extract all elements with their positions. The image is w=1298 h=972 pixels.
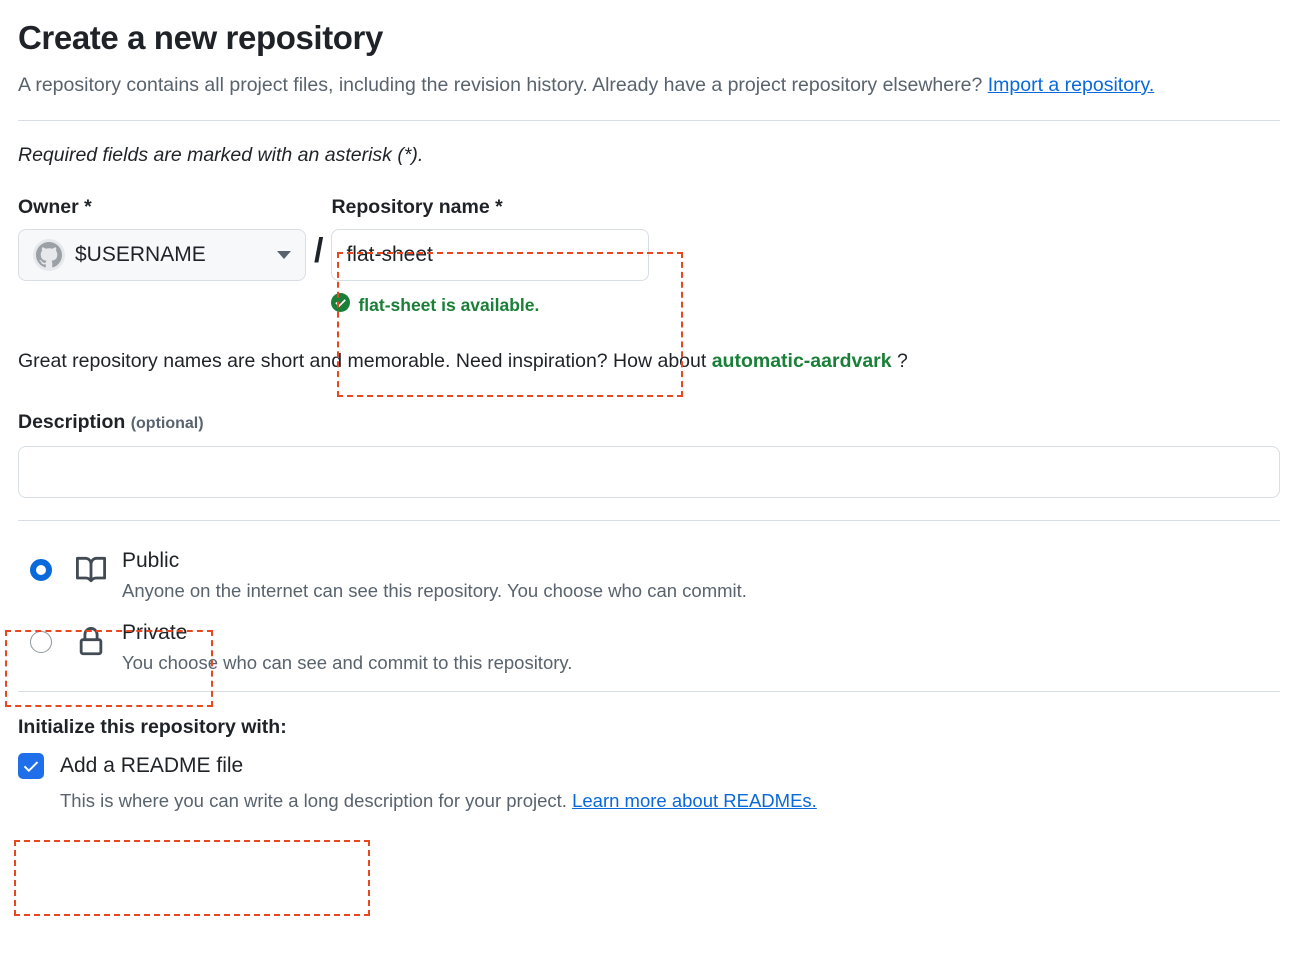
divider-above-initialize: [18, 691, 1280, 692]
visibility-public-description: Anyone on the internet can see this repo…: [122, 577, 747, 605]
page-title: Create a new repository: [18, 18, 1280, 58]
checkbox-add-readme[interactable]: [18, 753, 44, 779]
description-optional-tag: (optional): [131, 415, 204, 432]
check-circle-icon: [331, 293, 350, 317]
description-label: Description (optional): [18, 411, 1280, 434]
visibility-option-private[interactable]: Private You choose who can see and commi…: [18, 615, 1280, 677]
repository-name-label: Repository name *: [331, 195, 651, 219]
description-input[interactable]: [18, 446, 1280, 498]
owner-select[interactable]: $USERNAME: [18, 229, 306, 281]
visibility-public-text: Public Anyone on the internet can see th…: [122, 543, 747, 605]
visibility-option-public[interactable]: Public Anyone on the internet can see th…: [18, 543, 1280, 605]
github-octocat-avatar-icon: [33, 239, 65, 271]
readme-help-sentence: This is where you can write a long descr…: [60, 790, 572, 811]
readme-help-text: This is where you can write a long descr…: [60, 787, 1280, 815]
chevron-down-icon: [277, 251, 291, 259]
visibility-private-text: Private You choose who can see and commi…: [122, 615, 572, 677]
owner-field-group: Owner * $USERNAME: [18, 195, 308, 281]
owner-name-separator: /: [314, 225, 323, 277]
inspiration-text-before: Great repository names are short and mem…: [18, 350, 712, 372]
inspiration-text-after: ?: [892, 350, 908, 372]
page-description-text: A repository contains all project files,…: [18, 74, 988, 96]
repository-name-field-group: Repository name * flat-sheet is availabl…: [331, 195, 651, 317]
owner-and-name-row: Owner * $USERNAME / Repository name *: [18, 195, 1280, 317]
visibility-options: Public Anyone on the internet can see th…: [18, 543, 1280, 677]
learn-more-readmes-link[interactable]: Learn more about READMEs.: [572, 790, 817, 811]
add-readme-row[interactable]: Add a README file: [18, 753, 1280, 779]
required-fields-note: Required fields are marked with an aster…: [18, 143, 1280, 167]
import-repository-link[interactable]: Import a repository.: [988, 74, 1155, 96]
add-readme-label: Add a README file: [60, 754, 243, 778]
owner-label: Owner *: [18, 195, 308, 219]
repository-name-input[interactable]: [331, 229, 649, 281]
initialize-section-highlight: [14, 840, 370, 916]
divider-top: [18, 120, 1280, 121]
inspiration-hint: Great repository names are short and mem…: [18, 349, 1280, 373]
radio-public[interactable]: [30, 559, 52, 581]
repository-availability-status: flat-sheet is available.: [331, 293, 651, 317]
divider-above-visibility: [18, 520, 1280, 521]
description-label-text: Description: [18, 411, 125, 433]
visibility-private-title: Private: [122, 621, 187, 644]
radio-private[interactable]: [30, 631, 52, 653]
page-description: A repository contains all project files,…: [18, 66, 1198, 104]
owner-name-value: $USERNAME: [75, 243, 267, 267]
suggested-repository-name[interactable]: automatic-aardvark: [712, 350, 892, 372]
visibility-public-title: Public: [122, 549, 179, 572]
visibility-private-description: You choose who can see and commit to thi…: [122, 649, 572, 677]
availability-message: flat-sheet is available.: [358, 295, 539, 316]
initialize-heading: Initialize this repository with:: [18, 716, 1280, 739]
repo-book-icon: [76, 555, 106, 585]
lock-icon: [76, 627, 106, 657]
